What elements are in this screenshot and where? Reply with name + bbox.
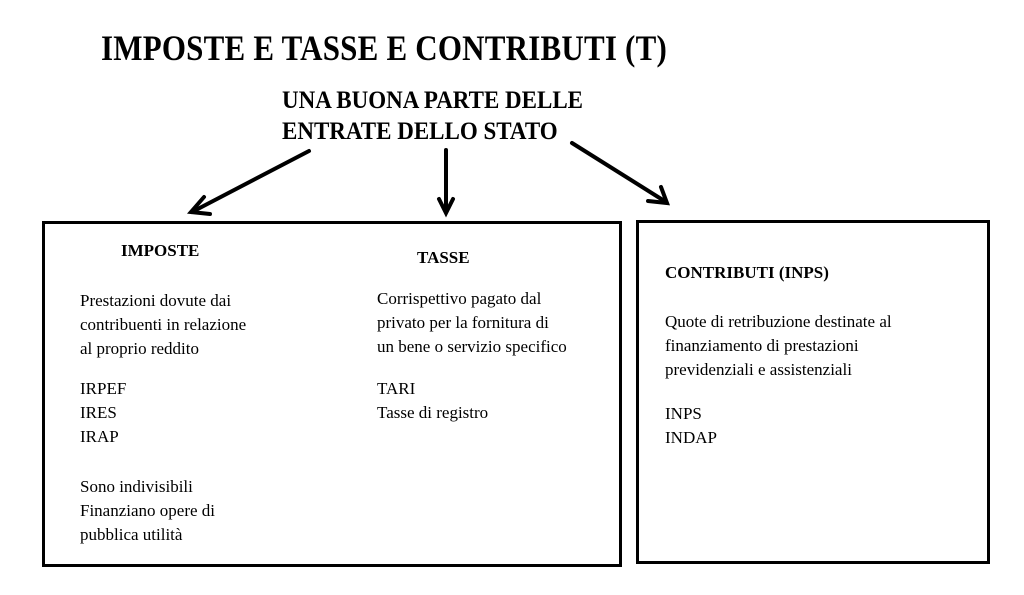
contributi-description: Quote di retribuzione destinate al finan…: [665, 310, 892, 382]
imposte-description-line: contribuenti in relazione: [80, 315, 247, 334]
diagram-title: IMPOSTE E TASSE E CONTRIBUTI (T): [101, 28, 667, 69]
tasse-description-line: Corrispettivo pagato dal: [377, 289, 542, 308]
arrow-to-contributi-icon: [570, 141, 671, 206]
imposte-tasse-box: [42, 221, 622, 567]
imposte-note: Finanziano opere di: [80, 501, 216, 520]
contributi-heading: CONTRIBUTI (INPS): [665, 263, 829, 282]
contributi-description-line: finanziamento di prestazioni: [665, 336, 859, 355]
imposte-note: pubblica utilità: [80, 525, 183, 544]
arrow-to-imposte-icon: [186, 149, 311, 216]
tasse-description-line: privato per la fornitura di: [377, 313, 549, 332]
contributi-example: INDAP: [665, 428, 717, 447]
imposte-notes: Sono indivisibili Finanziano opere di pu…: [80, 475, 215, 547]
imposte-example: IRAP: [80, 427, 119, 446]
contributi-description-line: Quote di retribuzione destinate al: [665, 312, 892, 331]
tasse-example: TARI: [377, 379, 416, 398]
imposte-description-line: Prestazioni dovute dai: [80, 291, 232, 310]
imposte-example: IRES: [80, 403, 117, 422]
subtitle-line-1: UNA BUONA PARTE DELLE: [282, 86, 584, 114]
imposte-description-line: al proprio reddito: [80, 339, 199, 358]
contributi-box: [636, 220, 990, 564]
imposte-example: IRPEF: [80, 379, 127, 398]
tasse-heading: TASSE: [417, 248, 470, 267]
diagram-subtitle: UNA BUONA PARTE DELLE ENTRATE DELLO STAT…: [282, 85, 583, 147]
tasse-examples: TARI Tasse di registro: [377, 377, 488, 425]
tasse-description: Corrispettivo pagato dal privato per la …: [377, 287, 567, 359]
arrow-to-tasse-icon: [437, 148, 455, 218]
contributi-examples: INPS INDAP: [665, 402, 717, 450]
imposte-heading: IMPOSTE: [121, 241, 200, 260]
contributi-description-line: previdenziali e assistenziali: [665, 360, 852, 379]
tasse-description-line: un bene o servizio specifico: [377, 337, 567, 356]
imposte-note: Sono indivisibili: [80, 477, 193, 496]
contributi-example: INPS: [665, 404, 702, 423]
imposte-examples: IRPEF IRES IRAP: [80, 377, 126, 449]
imposte-description: Prestazioni dovute dai contribuenti in r…: [80, 289, 246, 361]
tasse-example: Tasse di registro: [377, 403, 489, 422]
subtitle-line-2: ENTRATE DELLO STATO: [282, 116, 558, 145]
